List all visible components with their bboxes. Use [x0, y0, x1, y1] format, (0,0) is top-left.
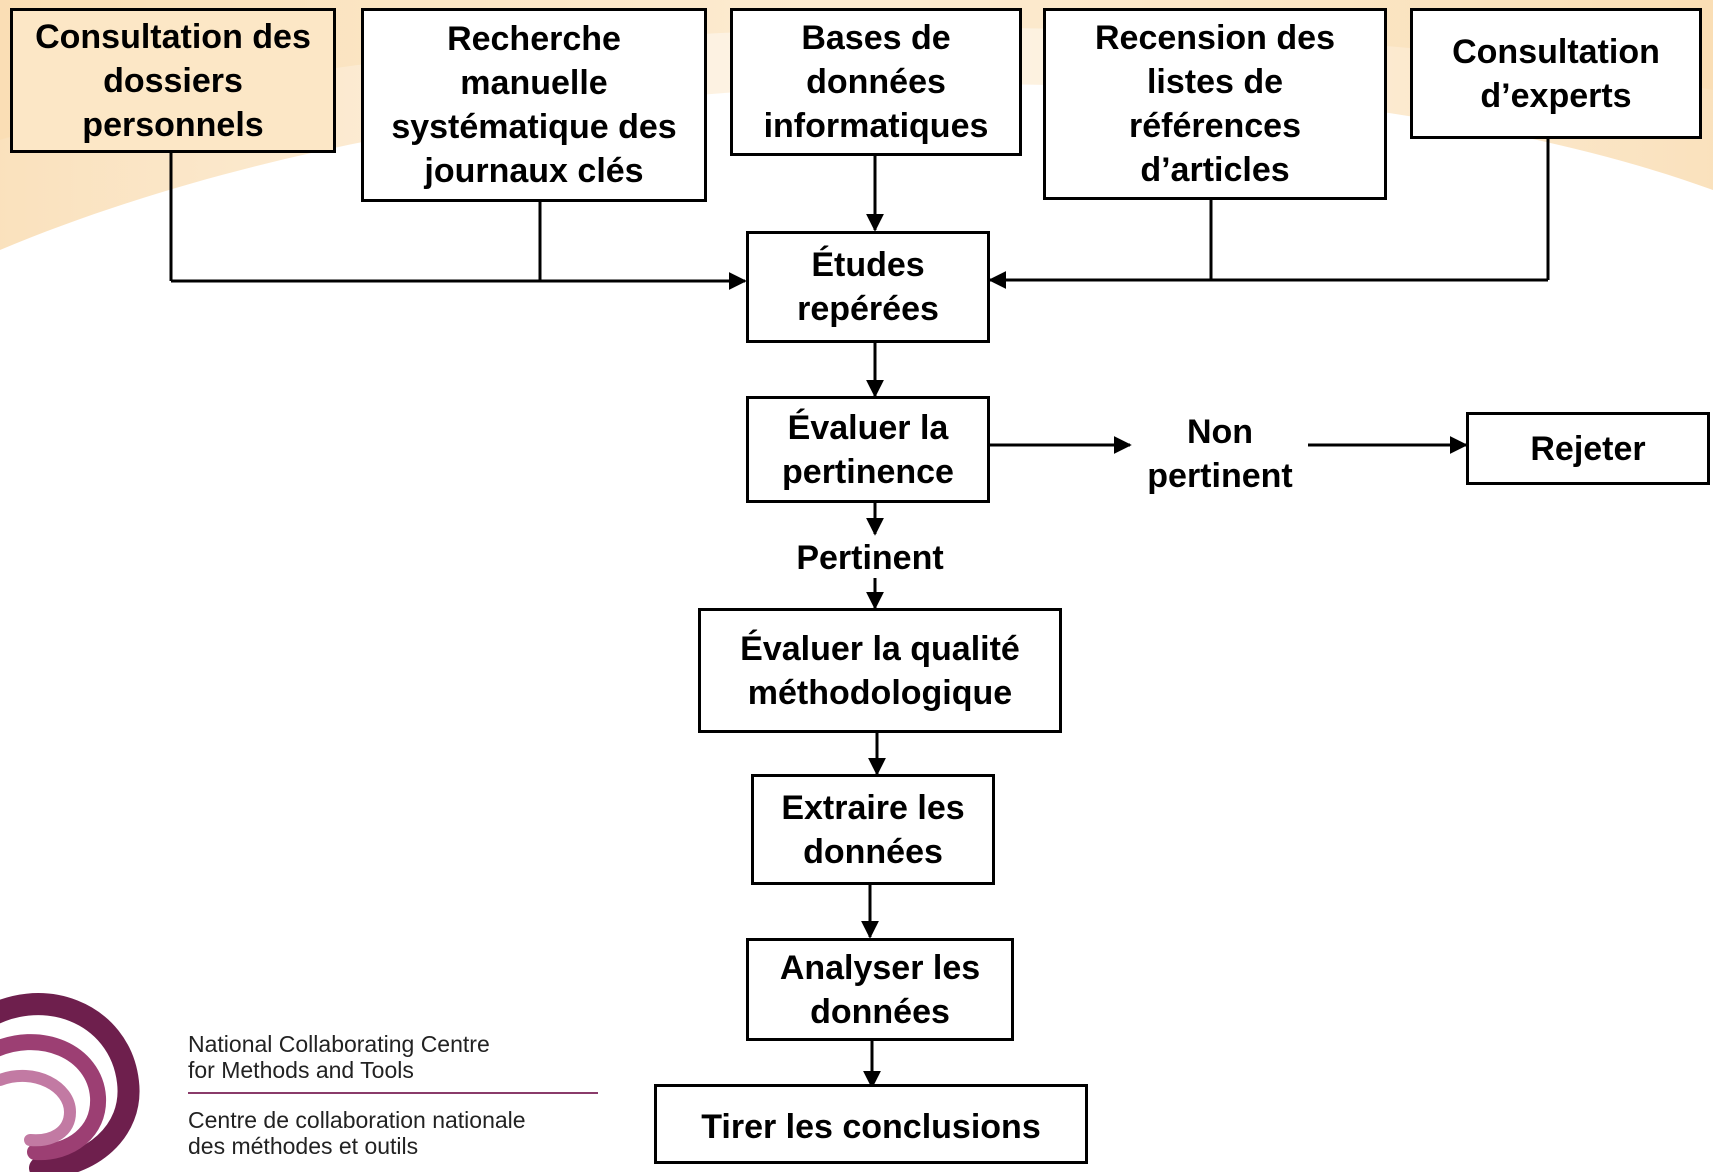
step-etudes-reperees: Études repérées	[746, 231, 990, 343]
ncc-logo-icon	[0, 993, 140, 1172]
source-label-bases: Bases de données informatiques	[763, 19, 989, 145]
logo-line-4: des méthodes et outils	[188, 1133, 419, 1159]
logo-line-1: National Collaborating Centre	[188, 1031, 490, 1057]
logo-text-en: National Collaborating Centre for Method…	[188, 1031, 490, 1083]
logo-divider	[188, 1092, 598, 1094]
step-label-conclusions: Tirer les conclusions	[701, 1108, 1041, 1146]
step-label-qualite: Évaluer la qualité méthodologique	[740, 629, 1020, 712]
source-label-dossiers: Consultation des dossiers personnels	[35, 17, 311, 144]
step-label-analyser: Analyser les données	[779, 948, 981, 1031]
source-label-recherche: Recherche manuelle systématique des jour…	[391, 20, 677, 190]
step-label-pertinence: Évaluer la pertinence	[782, 408, 954, 491]
step-label-rejeter: Rejeter	[1530, 429, 1646, 468]
step-evaluer-qualite: Évaluer la qualité méthodologique	[698, 608, 1062, 733]
source-box-experts: Consultation d’experts	[1410, 8, 1702, 139]
step-tirer-conclusions: Tirer les conclusions	[654, 1084, 1088, 1164]
edge-label-pertinent: Pertinent	[796, 539, 944, 577]
step-extraire-donnees: Extraire les données	[751, 774, 995, 885]
step-evaluer-pertinence: Évaluer la pertinence	[746, 396, 990, 503]
step-label-etudes: Études repérées	[797, 246, 939, 328]
source-box-bases: Bases de données informatiques	[730, 8, 1022, 156]
logo-line-3: Centre de collaboration nationale	[188, 1107, 526, 1133]
source-box-recherche: Recherche manuelle systématique des jour…	[361, 8, 707, 202]
edge-label-non-pertinent: Non pertinent	[1147, 413, 1293, 495]
step-label-extraire: Extraire les données	[781, 788, 965, 871]
source-box-dossiers: Consultation des dossiers personnels	[10, 8, 336, 153]
source-box-recension: Recension des listes de références d’art…	[1043, 8, 1387, 200]
step-rejeter: Rejeter	[1466, 412, 1710, 485]
source-label-recension: Recension des listes de références d’art…	[1095, 19, 1335, 189]
logo-text-fr: Centre de collaboration nationale des mé…	[188, 1107, 526, 1159]
source-label-experts: Consultation d’experts	[1452, 32, 1660, 115]
logo-line-2: for Methods and Tools	[188, 1057, 414, 1083]
step-analyser-donnees: Analyser les données	[746, 938, 1014, 1041]
